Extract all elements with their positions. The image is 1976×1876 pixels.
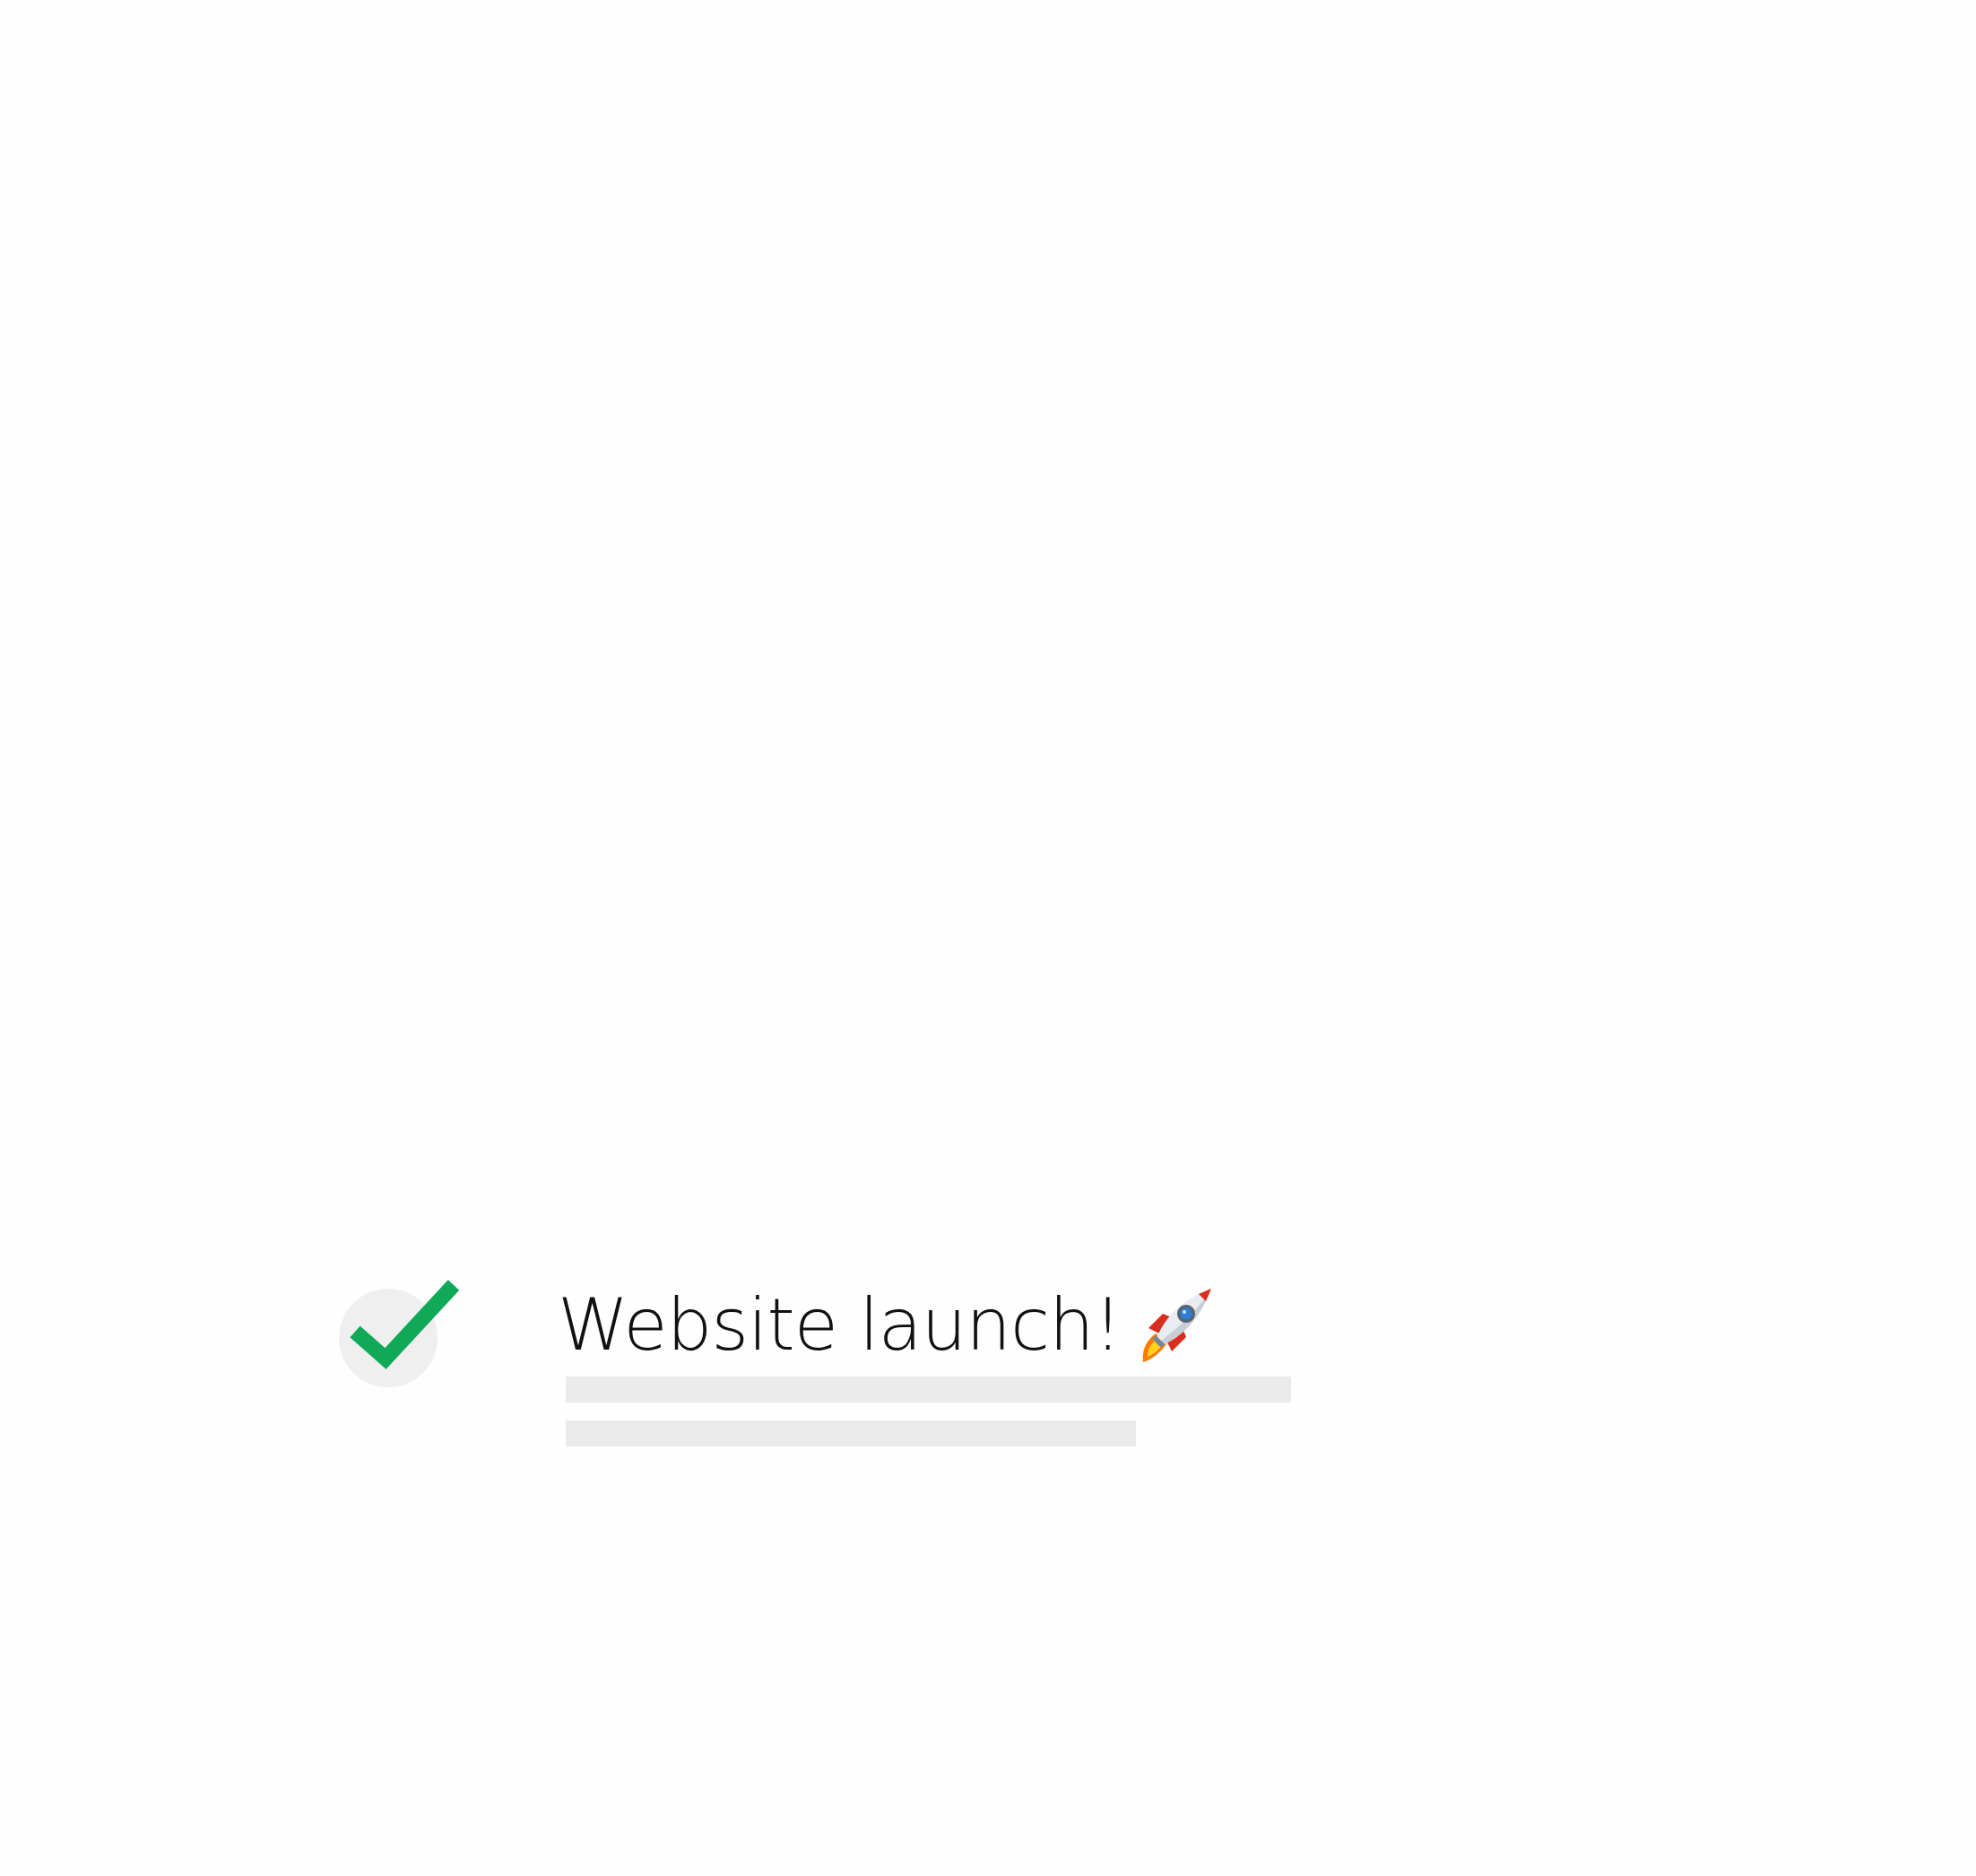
task-title-text: Website launch! — [558, 1283, 1122, 1367]
task-title: Website launch! — [558, 1284, 1215, 1367]
check-icon — [350, 1280, 460, 1369]
description-placeholder-line — [566, 1420, 1136, 1446]
description-placeholder-line — [566, 1377, 1291, 1403]
rocket-icon — [1142, 1289, 1211, 1362]
